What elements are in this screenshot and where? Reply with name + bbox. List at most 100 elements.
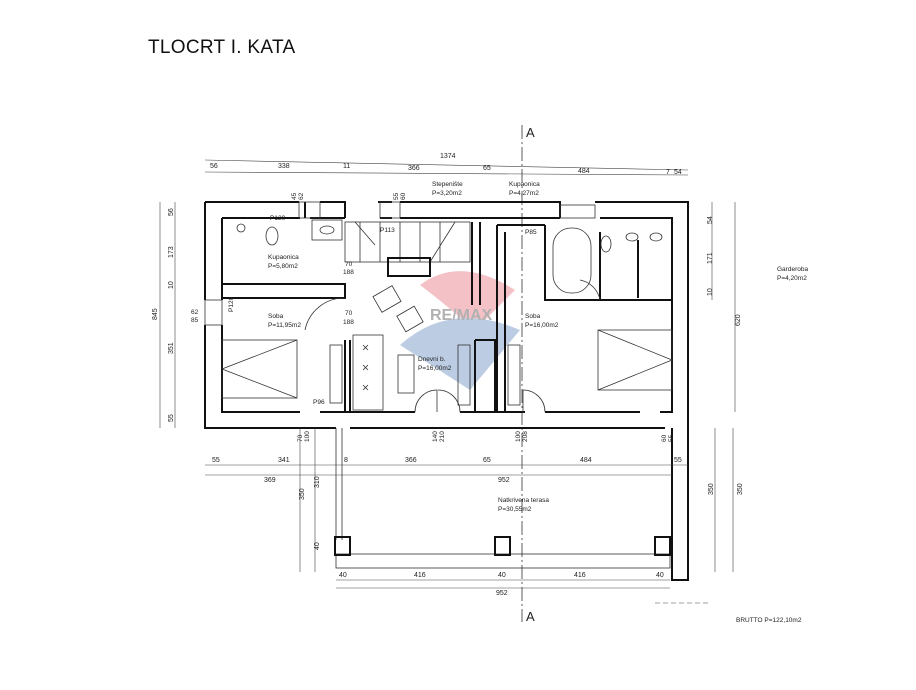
bed-left-icon: [221, 339, 298, 399]
gross-area-label: BRUTTO P=122,10m2: [736, 617, 802, 624]
room-area-bathroom-right: P=4,27m2: [509, 190, 539, 197]
dim-label: 40: [339, 572, 347, 579]
dimension-labels: 1374 56 338 11 366 65 484 7 54 55 341 8 …: [152, 153, 744, 597]
opening-label: 60: [661, 434, 668, 442]
opening-label: P113: [380, 227, 395, 234]
exterior-walls: [204, 201, 689, 581]
room-area-bedroom-left: P=11,95m2: [268, 322, 301, 329]
dim-label: 341: [278, 457, 290, 464]
dim-label: 8: [344, 457, 348, 464]
dim-label: 351: [168, 342, 175, 354]
room-name-terrace: Natkrivena terasa: [498, 497, 549, 504]
opening-label: 100: [304, 431, 311, 442]
armchair-icon: [396, 305, 424, 333]
dim-label: 55: [168, 414, 175, 422]
room-area-bedroom-right: P=16,00m2: [525, 322, 559, 329]
armchair-icon: [372, 285, 402, 313]
opening-label: 188: [343, 319, 354, 326]
toilet-icon: [600, 235, 612, 253]
dim-label: 350: [737, 483, 744, 495]
dim-label: 350: [708, 483, 715, 495]
bed-right-icon: [597, 329, 673, 391]
opening-label: P85: [525, 229, 537, 236]
sink-icon: [625, 232, 639, 242]
dim-label: 310: [314, 476, 321, 488]
dim-label: 56: [168, 208, 175, 216]
room-labels: Stepenište P=3,20m2 Kupaonica P=4,27m2 K…: [268, 181, 808, 624]
opening-label: 70: [345, 310, 353, 317]
section-mark-top: A: [526, 125, 535, 140]
shower-drain-icon: [236, 223, 246, 233]
dim-label: 10: [168, 281, 175, 289]
room-name-living: Dnevni b.: [418, 356, 446, 363]
dim-label: 484: [580, 457, 592, 464]
room-area-terrace: P=30,55m2: [498, 506, 532, 513]
dim-label: 40: [314, 542, 321, 550]
opening-label: 85: [191, 317, 199, 324]
room-area-bathroom-left: P=5,80m2: [268, 263, 298, 270]
interior-walls: [222, 221, 672, 412]
opening-label: 55: [393, 192, 400, 200]
dim-label: 366: [408, 165, 420, 172]
dim-label: 952: [498, 477, 510, 484]
dim-label: 484: [578, 168, 590, 175]
opening-label: P120: [270, 215, 286, 222]
opening-label: 60: [400, 192, 407, 200]
dim-label: 416: [574, 572, 586, 579]
terrace-structure: [334, 428, 710, 604]
opening-labels: P120 P113 P85 P96 P120 70 188 70 188 62 …: [191, 192, 675, 442]
dim-label: 65: [483, 457, 491, 464]
dim-label: 366: [405, 457, 417, 464]
opening-label: 70: [345, 261, 353, 268]
dim-total-width: 1374: [440, 153, 456, 160]
dim-label: 620: [735, 314, 742, 326]
dim-label: 65: [483, 165, 491, 172]
opening-label: 140: [432, 431, 439, 442]
opening-label: 62: [191, 309, 199, 316]
dim-label: 40: [656, 572, 664, 579]
room-area-living: P=16,00m2: [418, 365, 452, 372]
remax-watermark: RE/MAX: [400, 271, 520, 390]
wardrobe-icon: [457, 344, 471, 406]
room-name-wardrobe: Garderoba: [777, 266, 808, 273]
opening-label: 188: [343, 269, 354, 276]
room-name-bathroom-right: Kupaonica: [509, 181, 540, 188]
dim-label: 54: [707, 216, 714, 224]
dim-label: 338: [278, 163, 290, 170]
dim-label: 11: [343, 163, 350, 170]
dim-label: 845: [152, 308, 159, 320]
dim-label: 416: [414, 572, 426, 579]
room-area-stairs: P=3,20m2: [432, 190, 462, 197]
dim-label: 350: [299, 488, 306, 500]
opening-label: 45: [291, 192, 298, 200]
dim-label: 54: [674, 169, 682, 176]
dim-label: 369: [264, 477, 276, 484]
wardrobe-icon: [329, 344, 343, 404]
drawing-title: TLOCRT I. KATA: [148, 37, 296, 58]
room-name-bedroom-left: Soba: [268, 313, 284, 320]
room-name-bedroom-right: Soba: [525, 313, 541, 320]
dim-label: 171: [707, 252, 714, 264]
dim-label: 56: [210, 163, 218, 170]
dim-label: 952: [496, 590, 508, 597]
dim-label: 55: [674, 457, 682, 464]
bathtub-icon: [552, 227, 592, 294]
opening-label: 100: [515, 431, 522, 442]
section-mark-bottom: A: [526, 609, 535, 624]
room-name-bathroom-left: Kupaonica: [268, 254, 299, 261]
dim-label: 40: [498, 572, 506, 579]
opening-label: 55: [668, 434, 675, 442]
dim-label: 7: [666, 169, 670, 176]
wardrobe-icon: [507, 344, 521, 406]
room-name-stairs: Stepenište: [432, 181, 463, 188]
dim-label: 10: [707, 288, 714, 296]
watermark-text: RE/MAX: [430, 307, 493, 324]
opening-label: P96: [313, 399, 325, 406]
fixtures: [221, 219, 673, 413]
table-icon: [397, 354, 415, 394]
dim-label: 55: [212, 457, 220, 464]
sink-icon: [649, 232, 663, 242]
room-area-wardrobe: P=4,20m2: [777, 275, 807, 282]
opening-label: 70: [297, 434, 304, 442]
